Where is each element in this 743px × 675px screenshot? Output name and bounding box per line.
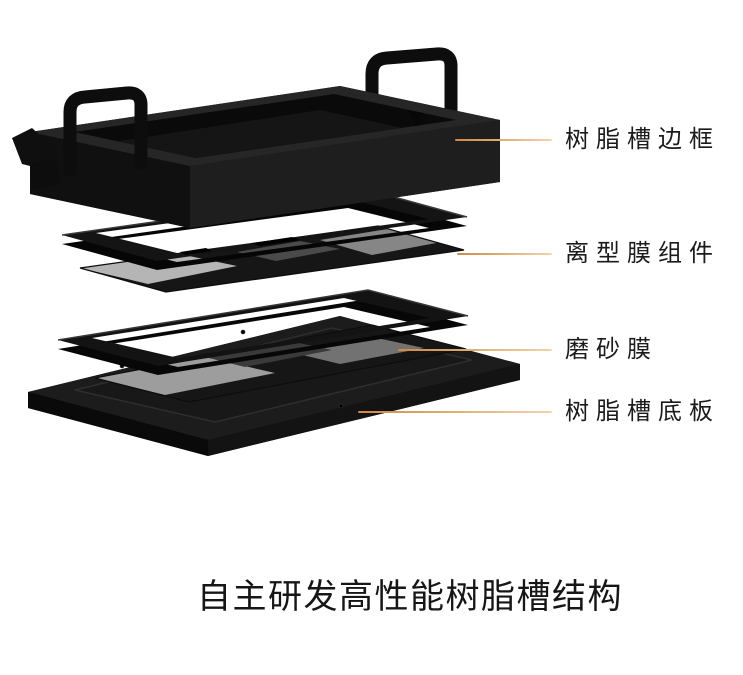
vat-handle-left [63,86,148,177]
leader-line [398,349,552,351]
callout-label-bottom-plate: 树脂槽底板 [565,398,720,425]
leader-line [455,139,552,141]
callout-label-frosted-film: 磨砂膜 [565,336,658,363]
vat-frame-3d [12,47,500,228]
callout-label-release-film-assembly: 离型膜组件 [565,240,720,267]
diagram-caption: 自主研发高性能树脂槽结构 [197,578,623,616]
film-frame-lower-3d [57,289,469,375]
exploded-view-figure [12,47,520,456]
leader-line [358,411,552,413]
vat-handle-right [365,47,458,147]
callout-label-vat-frame: 树脂槽边框 [565,126,720,153]
exploded-view-3d [12,47,520,456]
leader-line [457,253,552,255]
